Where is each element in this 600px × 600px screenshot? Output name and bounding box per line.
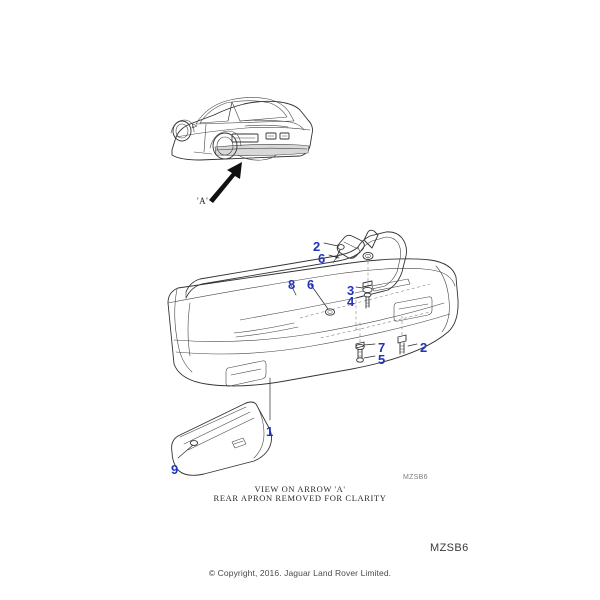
callout-3[interactable]: 3 [347,283,355,298]
callout-6-mid[interactable]: 6 [307,277,315,292]
callout-8[interactable]: 8 [288,277,296,292]
rear-bumper-assembly-illustration [167,229,459,476]
copyright-notice: © Copyright, 2016. Jaguar Land Rover Lim… [208,568,392,578]
callout-9[interactable]: 9 [171,462,179,477]
callout-5[interactable]: 5 [378,352,386,367]
inset-vehicle-illustration [170,97,313,161]
view-arrow-a [209,162,242,203]
callout-7[interactable]: 7 [378,340,386,355]
callout-1[interactable]: 1 [266,424,274,439]
mounting-bolt-right [397,316,407,355]
view-caption-line-1: VIEW ON ARROW 'A' [254,484,346,494]
view-caption-line-2: REAR APRON REMOVED FOR CLARITY [213,493,387,503]
view-arrow-label: 'A' [197,196,209,206]
fastener-stack-centre [362,280,373,309]
diagram-code-small: MZSB6 [403,474,428,481]
callout-6-upper[interactable]: 6 [318,251,326,266]
rear-apron-panel [171,401,273,476]
callout-2-upper[interactable]: 2 [313,239,321,254]
fastener-screw-spacer [355,322,365,363]
callout-4[interactable]: 4 [347,294,355,309]
callout-leader-lines [177,242,418,459]
callout-2-lower[interactable]: 2 [420,340,428,355]
diagram-code-large: MZSB6 [430,542,469,554]
